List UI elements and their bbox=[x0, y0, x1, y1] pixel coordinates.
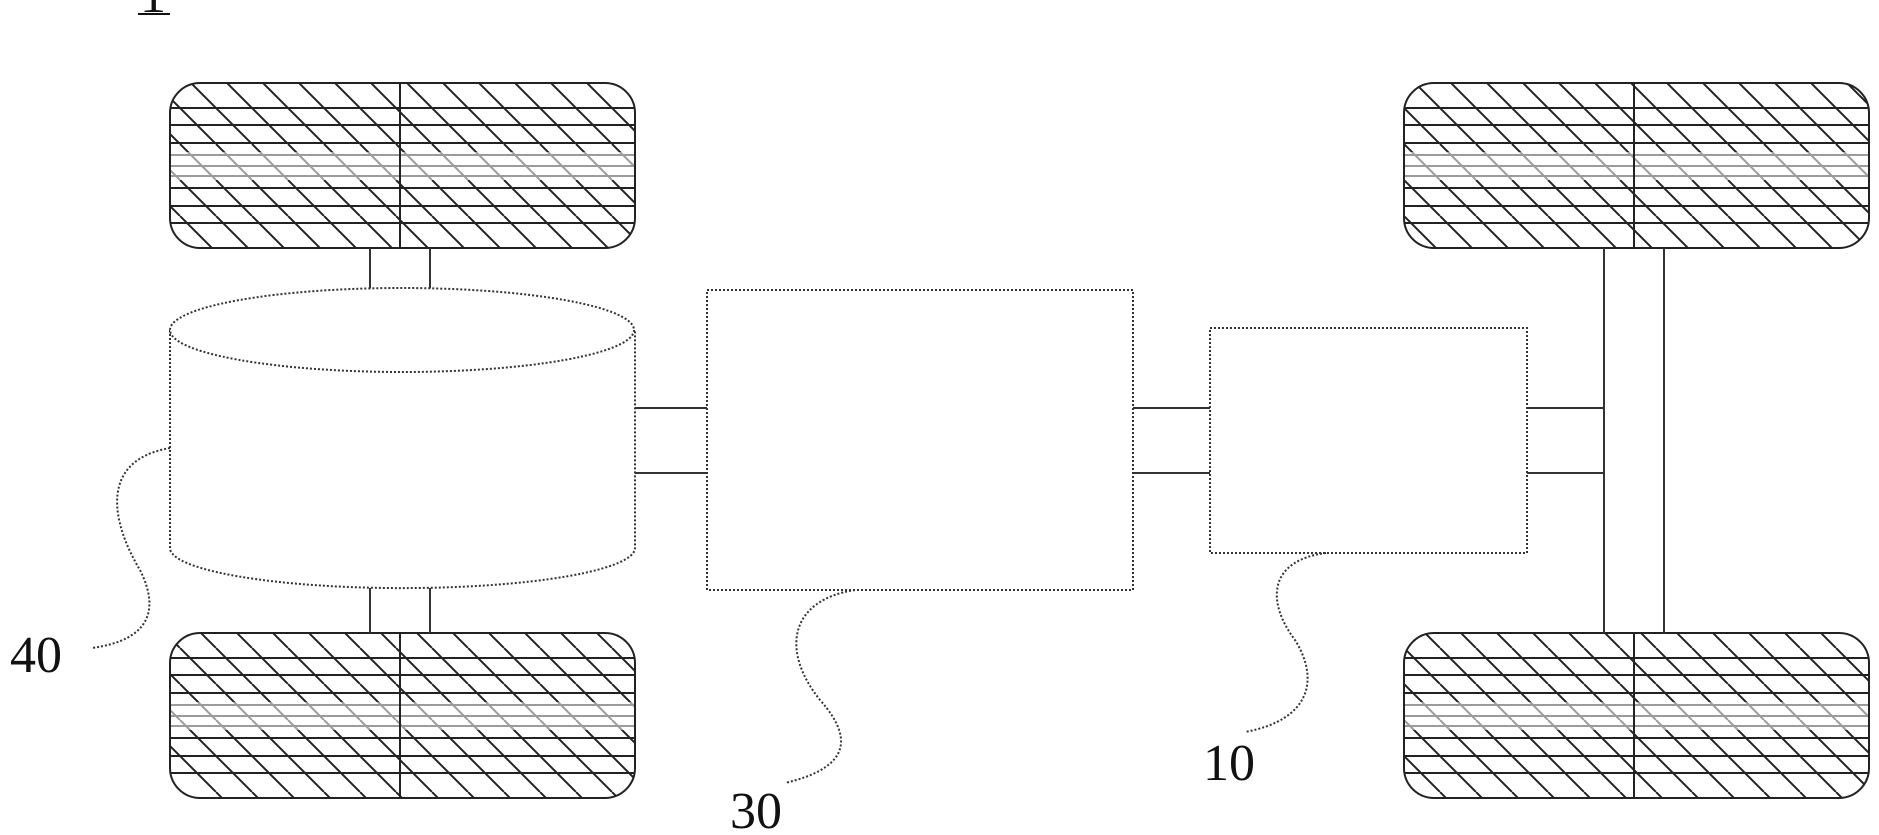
box-unit-30 bbox=[707, 290, 1133, 590]
leader-line-30 bbox=[785, 590, 855, 783]
leader-line-10 bbox=[1245, 553, 1326, 732]
label-30: 30 bbox=[730, 783, 782, 835]
wheel-bottom-left bbox=[170, 633, 635, 798]
wheel-top-right bbox=[1404, 83, 1869, 248]
figure-ref-label: 1 bbox=[140, 0, 166, 24]
label-40: 40 bbox=[10, 627, 62, 684]
label-10: 10 bbox=[1203, 735, 1255, 792]
shaft-40-30 bbox=[635, 408, 707, 473]
right-axle bbox=[1604, 248, 1664, 633]
wheel-top-left bbox=[170, 83, 635, 248]
cylinder-unit-40 bbox=[170, 288, 635, 588]
leader-line-40 bbox=[92, 448, 170, 648]
wheel-bottom-right bbox=[1404, 633, 1869, 798]
shaft-10-axle bbox=[1527, 408, 1604, 473]
box-unit-10 bbox=[1210, 328, 1527, 553]
shaft-30-10 bbox=[1133, 408, 1210, 473]
